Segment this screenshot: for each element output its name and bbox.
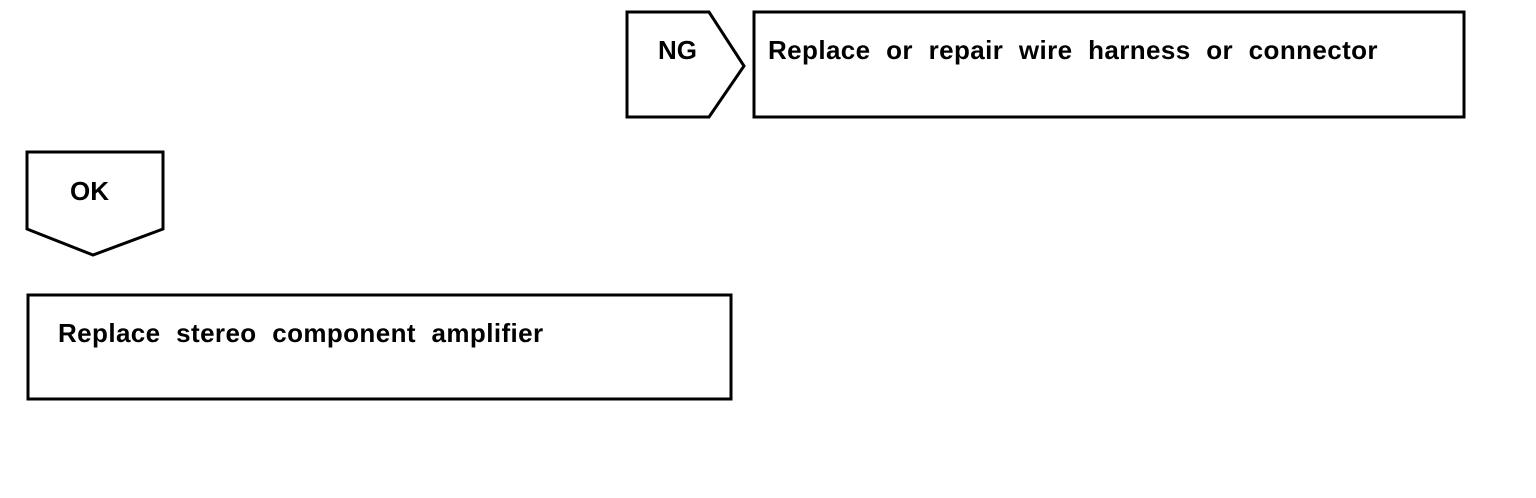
ok-action-box [26,293,733,401]
ng-action-text: Replace or repair wire harness or connec… [768,35,1378,65]
ng-action-box [752,10,1466,119]
ok-tag-label: OK [70,176,109,206]
ok-action-text: Replace stereo component amplifier [58,318,544,348]
ok-tag-shape [25,150,165,257]
ng-tag-label: NG [658,35,697,65]
ng-tag-shape [625,10,746,119]
